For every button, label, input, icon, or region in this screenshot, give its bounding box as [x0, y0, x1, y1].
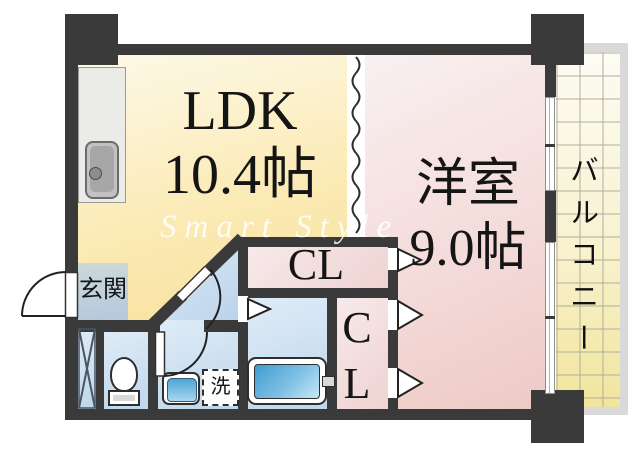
- closet-upper-label: CL: [287, 240, 345, 289]
- closet-lower-line2: L: [343, 359, 371, 408]
- pipe-space-cross: [78, 328, 96, 409]
- balcony-edge-right: [620, 43, 628, 415]
- bathroom-door: [238, 296, 273, 322]
- kitchen-counter: [78, 67, 126, 203]
- balcony-label: バルコニー: [565, 155, 598, 365]
- closet-upper-floor: [248, 247, 388, 288]
- diagonal-wall: [145, 233, 247, 332]
- wall-bedroom-left-a: [388, 237, 398, 248]
- kitchen-sink: [85, 141, 119, 199]
- entrance-label: 玄関: [79, 277, 127, 303]
- closet-lower-line1: C: [342, 303, 372, 352]
- bathtub: [247, 357, 327, 405]
- wall-pipe-toilet: [96, 328, 104, 409]
- wall-hall-right-b: [238, 322, 248, 409]
- window-upper: [545, 97, 555, 191]
- window-divider: [545, 144, 555, 147]
- wall-toilet-washroom: [148, 332, 158, 409]
- entrance-door: [21, 271, 79, 319]
- bathtub-faucet-icon: [322, 376, 335, 387]
- wall-right-b: [545, 190, 556, 242]
- toilet-tank: [108, 390, 140, 406]
- closet-lower-floor: [337, 298, 388, 409]
- wall-bottom: [65, 409, 556, 420]
- accordion-partition: [351, 56, 361, 234]
- balcony-edge-bottom: [556, 407, 628, 415]
- wall-left-upper: [65, 44, 78, 274]
- wall-hall-right-a: [238, 247, 248, 296]
- wall-top: [65, 44, 584, 55]
- closet-lower-doors: [388, 299, 424, 399]
- bathtub-basin: [254, 364, 320, 399]
- wall-bedroom-left-d: [388, 398, 398, 409]
- closet-upper-door: [388, 247, 424, 273]
- balcony-edge-top: [556, 43, 628, 52]
- wall-hall-bottom: [204, 320, 248, 332]
- kitchen-faucet-icon: [89, 167, 102, 180]
- wall-right-c: [545, 393, 556, 420]
- balcony-floor: [556, 52, 620, 407]
- wall-closet-top: [238, 237, 398, 247]
- ldk-name-label: LDK: [182, 80, 298, 142]
- wall-bedroom-left-c: [388, 330, 398, 368]
- bedroom-size-label: 9.0帖: [409, 220, 527, 277]
- washbasin: [162, 372, 200, 405]
- bedroom-name-label: 洋室: [415, 156, 520, 213]
- laundry-label: 洗: [210, 376, 231, 398]
- wall-bath-closet: [327, 298, 337, 409]
- toilet-tank-lid: [113, 395, 135, 401]
- closet-lower-label: C L: [332, 300, 382, 412]
- washroom-door: [154, 331, 208, 377]
- window-divider: [545, 316, 555, 319]
- wall-left-lower: [65, 318, 78, 420]
- ldk-size-label: 10.4帖: [163, 144, 317, 206]
- pillar-top-right: [531, 14, 584, 65]
- watermark-text: Smart Style: [160, 209, 400, 245]
- ldk-hallway-door: [176, 266, 222, 330]
- wall-right-a: [545, 44, 556, 97]
- laundry-space: 洗: [202, 369, 239, 406]
- wall-closet-mid: [248, 288, 398, 298]
- wall-bedroom-left-b: [388, 270, 398, 300]
- washbasin-bowl: [167, 378, 197, 402]
- window-lower: [545, 242, 555, 394]
- entrance-floor: [78, 263, 128, 320]
